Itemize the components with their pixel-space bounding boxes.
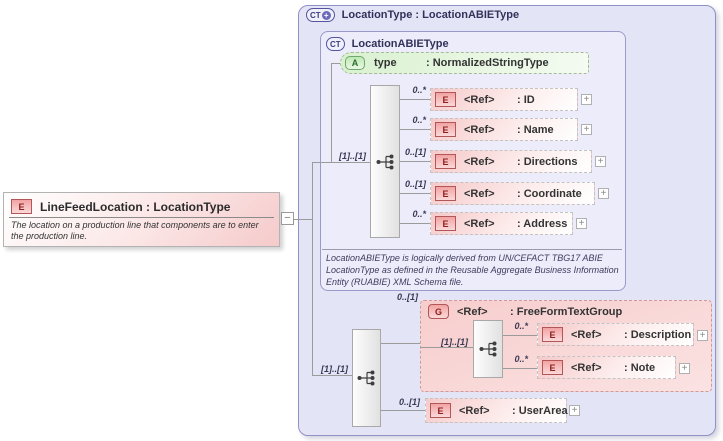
element-icon: E — [430, 403, 451, 418]
element-box-linefeedlocation[interactable]: E LineFeedLocation : LocationType The lo… — [3, 192, 280, 247]
element-icon: E — [435, 216, 456, 231]
connector-name — [400, 129, 430, 130]
collapse-icon[interactable]: − — [281, 212, 294, 225]
cardinality-group-sequence: [1]..[1] — [441, 337, 468, 347]
element-icon: E — [435, 186, 456, 201]
cardinality-top-sequence: [1]..[1] — [339, 151, 366, 161]
element-icon: E — [435, 122, 456, 137]
expand-icon[interactable]: + — [595, 156, 606, 167]
connector-entry — [294, 219, 312, 220]
connector-to-top-sequence — [312, 162, 370, 163]
attribute-box-type[interactable]: A type : NormalizedStringType — [340, 52, 589, 74]
element-row-directions[interactable]: E <Ref> : Directions — [430, 150, 592, 173]
complextype-annotation: LocationABIEType is logically derived fr… — [326, 253, 619, 287]
complextype-title-inner: LocationABIEType — [351, 38, 449, 50]
expand-icon[interactable]: + — [581, 124, 592, 135]
complextype-title: LocationType : LocationABIEType — [341, 9, 520, 21]
cardinality-coordinate: 0..[1] — [404, 179, 426, 189]
element-header: E LineFeedLocation : LocationType — [4, 193, 279, 217]
element-ref: <Ref> — [464, 93, 495, 106]
element-row-coordinate[interactable]: E <Ref> : Coordinate — [430, 182, 595, 205]
connector-id — [400, 99, 430, 100]
expand-icon[interactable]: + — [697, 330, 708, 341]
attribute-type: : NormalizedStringType — [426, 57, 549, 69]
element-icon: E — [435, 154, 456, 169]
cardinality-bottom-sequence: [1]..[1] — [321, 364, 348, 374]
element-row-note[interactable]: E <Ref> : Note — [537, 356, 676, 379]
element-ref: <Ref> — [459, 404, 490, 417]
complextype-icon: CT — [326, 37, 345, 51]
group-header-freeformtextgroup[interactable]: G <Ref> : FreeFormTextGroup — [428, 304, 622, 319]
element-row-id[interactable]: E <Ref> : ID — [430, 88, 578, 111]
cardinality-name: 0..* — [412, 115, 426, 125]
element-icon: E — [11, 199, 32, 214]
element-title: LineFeedLocation : LocationType — [40, 199, 231, 214]
sequence-indicator-bottom[interactable] — [352, 329, 381, 427]
expand-icon[interactable]: + — [581, 94, 592, 105]
complextype-derived-icon: CT+ — [306, 8, 335, 22]
cardinality-userarea: 0..[1] — [398, 397, 420, 407]
sequence-icon — [357, 370, 375, 386]
connector-to-bottom-sequence — [312, 375, 352, 376]
group-type: : FreeFormTextGroup — [510, 305, 623, 318]
cardinality-group: 0..[1] — [396, 292, 418, 302]
element-type: : ID — [517, 93, 535, 106]
cardinality-directions: 0..[1] — [404, 147, 426, 157]
attribute-name: type — [374, 57, 397, 69]
connector-address — [400, 223, 430, 224]
sequence-icon — [479, 341, 496, 357]
cardinality-note: 0..* — [514, 354, 528, 364]
complextype-header-locationtype: CT+ LocationType : LocationABIEType — [306, 8, 519, 22]
complextype-header-locationabietype: CT LocationABIEType — [326, 37, 449, 51]
element-ref: <Ref> — [464, 123, 495, 136]
cardinality-id: 0..* — [412, 85, 426, 95]
connector-attribute-v — [331, 63, 332, 162]
divider — [9, 217, 274, 218]
connector-group — [381, 343, 420, 344]
element-type: : Note — [624, 361, 656, 374]
cardinality-description: 0..* — [514, 321, 528, 331]
connector-trunk — [312, 162, 313, 376]
element-type: : Description — [624, 328, 692, 341]
element-type: : Coordinate — [517, 187, 582, 200]
element-ref: <Ref> — [571, 361, 602, 374]
connector-directions — [400, 161, 430, 162]
element-row-name[interactable]: E <Ref> : Name — [430, 118, 578, 141]
connector-group-sequence — [420, 347, 473, 348]
expand-icon[interactable]: + — [576, 218, 587, 229]
element-type: : Directions — [517, 155, 578, 168]
sequence-icon — [376, 154, 393, 169]
sequence-indicator-top[interactable] — [370, 85, 400, 238]
expand-icon[interactable]: + — [598, 188, 609, 199]
element-icon: E — [435, 92, 456, 107]
element-ref: <Ref> — [464, 155, 495, 168]
element-annotation: The location on a production line that c… — [11, 220, 259, 241]
sequence-indicator-group[interactable] — [473, 320, 503, 378]
element-row-description[interactable]: E <Ref> : Description — [537, 323, 694, 346]
attribute-icon: A — [345, 56, 365, 70]
element-type: : UserArea — [512, 404, 568, 417]
connector-userarea — [381, 410, 425, 411]
element-type: : Address — [517, 217, 568, 230]
element-icon: E — [542, 327, 563, 342]
plus-badge-icon: + — [321, 10, 331, 20]
element-ref: <Ref> — [464, 187, 495, 200]
connector-coordinate — [400, 193, 430, 194]
group-icon: G — [428, 304, 449, 319]
connector-note — [503, 368, 537, 369]
element-type: : Name — [517, 123, 554, 136]
divider — [322, 249, 622, 250]
expand-icon[interactable]: + — [569, 405, 580, 416]
element-ref: <Ref> — [464, 217, 495, 230]
connector-attribute-h — [331, 63, 341, 64]
group-ref: <Ref> — [457, 305, 488, 318]
element-icon: E — [542, 360, 563, 375]
expand-icon[interactable]: + — [679, 363, 690, 374]
connector-description — [503, 335, 537, 336]
element-row-address[interactable]: E <Ref> : Address — [430, 212, 573, 235]
cardinality-address: 0..* — [412, 209, 426, 219]
element-ref: <Ref> — [571, 328, 602, 341]
element-row-userarea[interactable]: E <Ref> : UserArea — [425, 398, 568, 423]
